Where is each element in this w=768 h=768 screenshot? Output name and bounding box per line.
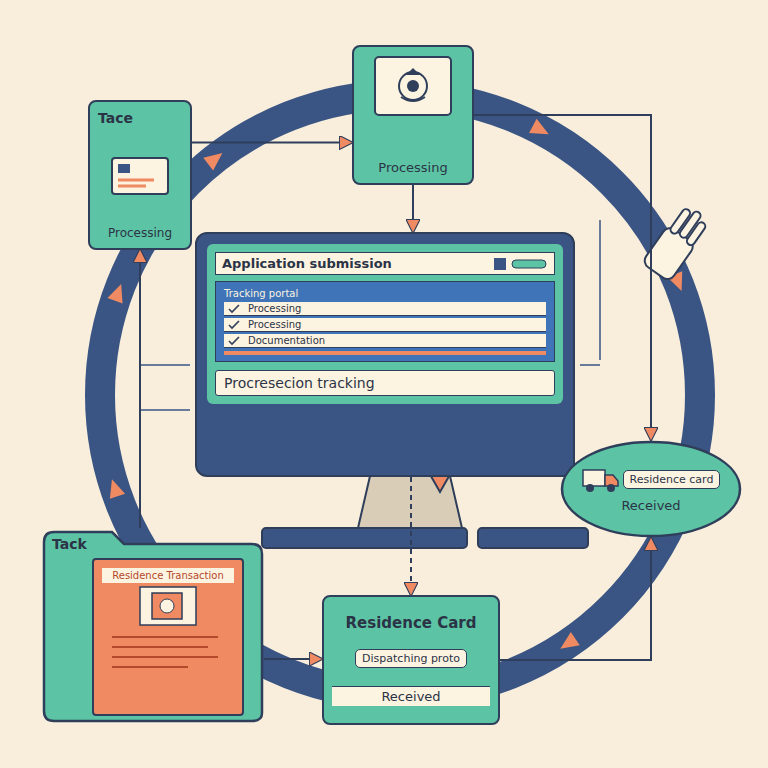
pill-label: Dispatching proto (355, 649, 467, 668)
screen-title: Application submission (222, 256, 392, 271)
checklist-row: Documentation (224, 334, 546, 348)
node-label: Received (621, 498, 680, 513)
checklist-item: Processing (248, 303, 301, 314)
emblem-icon (373, 55, 453, 117)
flow-arrow (264, 658, 322, 660)
card-icon (110, 156, 170, 196)
tracking-button: Procresecion tracking (215, 370, 555, 396)
checklist-item: Processing (248, 319, 301, 330)
progress-strip (224, 351, 546, 355)
truck-icon (582, 466, 620, 494)
flow-arrow (500, 538, 651, 660)
node-heading: Residence Card (346, 614, 477, 632)
monitor-node: Application submissionTracking portalPro… (195, 232, 575, 477)
hand-icon (642, 202, 712, 282)
window-controls (494, 257, 548, 271)
check-mark (228, 304, 240, 314)
node-label: Processing (378, 160, 447, 175)
ring-arrowhead (203, 147, 227, 171)
flow-arrow (410, 477, 412, 595)
card-node: Residence Transaction (92, 558, 244, 716)
pill-label: Residence card (623, 470, 721, 489)
screen-panel: Tracking portalProcessingProcessingDocum… (215, 281, 555, 362)
ring-arrowhead (104, 477, 125, 499)
mouse-pad (478, 528, 588, 548)
process-box: Residence CardDispatching protoReceived (322, 595, 500, 725)
card-title: Residence Transaction (102, 568, 234, 583)
monitor-stand (358, 476, 462, 528)
flow-arrow (139, 250, 141, 528)
check-mark (228, 336, 240, 346)
folder-node: TackResidence Transaction (42, 528, 264, 723)
checklist-item: Documentation (248, 335, 325, 346)
process-box: TaceProcessing (88, 100, 192, 250)
guide-lines (140, 220, 600, 410)
screen-subtitle: Tracking portal (224, 288, 546, 299)
checklist-row: Processing (224, 302, 546, 316)
node-label: Received (332, 686, 490, 706)
process-box: Processing (352, 45, 474, 185)
oval-node: Residence cardReceived (560, 440, 742, 538)
id-photo-icon (138, 583, 198, 629)
node-label: Processing (108, 226, 172, 240)
button-label: Procresecion tracking (224, 375, 546, 391)
title-bar: Application submission (215, 252, 555, 275)
monitor-screen: Application submissionTracking portalPro… (207, 244, 563, 404)
check-mark (228, 320, 240, 330)
node-heading: Tace (98, 110, 133, 126)
oval-row: Residence card (582, 466, 721, 494)
ring-arrowhead (108, 281, 129, 303)
checklist-row: Processing (224, 318, 546, 332)
card-lines (108, 629, 228, 669)
ring-arrowhead (529, 119, 552, 142)
flow-arrow (412, 185, 414, 232)
ring-arrowhead (556, 632, 580, 655)
folder-label: Tack (52, 536, 87, 552)
keyboard (262, 528, 467, 548)
flow-arrow (192, 142, 352, 144)
